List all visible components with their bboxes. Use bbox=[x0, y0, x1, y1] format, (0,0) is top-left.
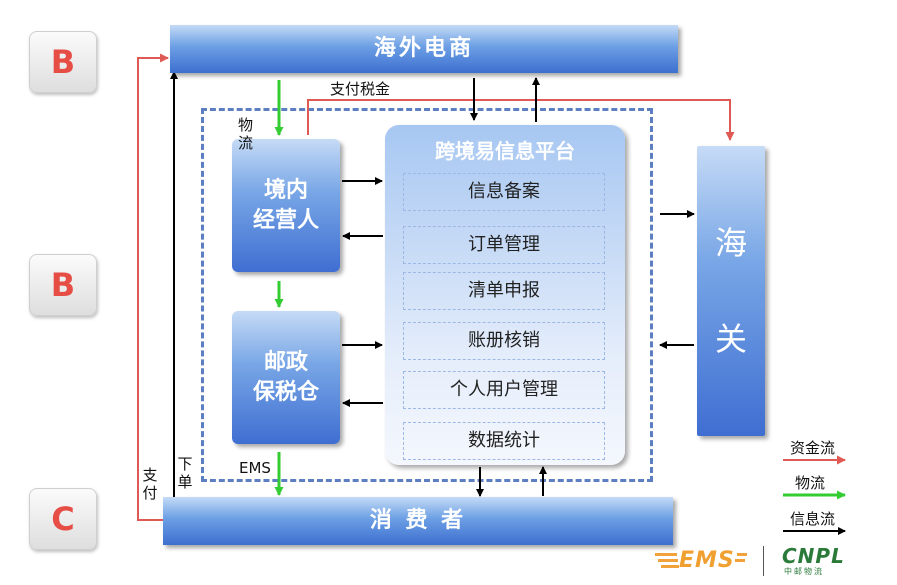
bonded-warehouse-box: 邮政 保税仓 bbox=[232, 311, 340, 444]
customs-label: 海 关 bbox=[714, 224, 747, 358]
platform-title: 跨境易信息平台 bbox=[435, 139, 575, 163]
logistics-label: 物 流 bbox=[238, 116, 254, 152]
ems-logo: EMS bbox=[655, 548, 747, 574]
pay-label: 支 付 bbox=[142, 466, 158, 502]
item-data-statistics: 数据统计 bbox=[403, 422, 605, 460]
legend-fund-flow: 资金流 bbox=[790, 439, 836, 457]
badge-b-middle: B bbox=[29, 254, 97, 316]
pay-tax-label: 支付税金 bbox=[330, 80, 391, 98]
bonded-warehouse-label: 邮政 保税仓 bbox=[252, 349, 319, 405]
ems-label: EMS bbox=[239, 459, 271, 477]
item-personal-user-management: 个人用户管理 bbox=[403, 371, 605, 409]
badge-c: C bbox=[29, 488, 97, 550]
order-label: 下 单 bbox=[177, 455, 193, 491]
item-account-verification: 账册核销 bbox=[403, 322, 605, 360]
item-info-filing: 信息备案 bbox=[403, 173, 605, 211]
customs-box: 海 关 bbox=[697, 146, 765, 436]
cnpl-logo: CNPL 中邮物流 bbox=[782, 544, 845, 576]
platform-boundary bbox=[201, 108, 653, 482]
badge-b-top: B bbox=[29, 31, 97, 93]
item-list-declaration: 清单申报 bbox=[403, 272, 605, 310]
logo-divider bbox=[763, 546, 764, 576]
item-order-management: 订单管理 bbox=[403, 226, 605, 264]
overseas-ecommerce-bar: 海外电商 bbox=[170, 25, 678, 73]
legend-info-flow: 信息流 bbox=[790, 510, 836, 528]
domestic-operator-box: 境内 经营人 bbox=[232, 139, 340, 272]
domestic-operator-label: 境内 经营人 bbox=[252, 177, 319, 233]
consumer-bar: 消 费 者 bbox=[163, 497, 673, 545]
info-platform: 跨境易信息平台 信息备案 订单管理 清单申报 账册核销 个人用户管理 数据统计 bbox=[385, 125, 625, 465]
legend-logistics: 物流 bbox=[795, 474, 826, 492]
